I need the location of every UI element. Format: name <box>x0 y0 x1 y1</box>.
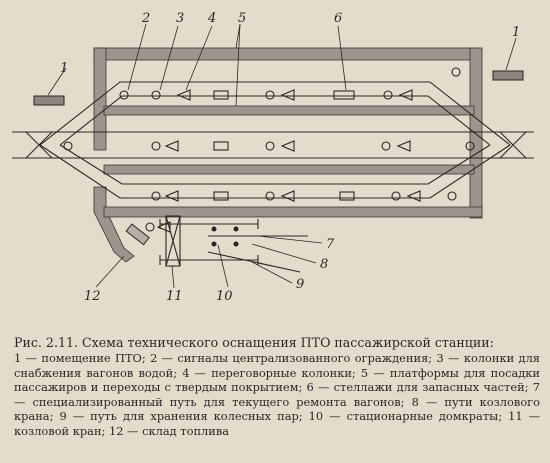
middle-platform-2 <box>103 164 475 175</box>
intercom-column-icon <box>280 89 295 101</box>
callout-1-left: 1 <box>60 61 68 76</box>
leader-lines <box>47 23 517 289</box>
callout-1-right: 1 <box>512 25 520 40</box>
jack-icon <box>233 241 239 247</box>
rack-icon <box>333 90 355 100</box>
left-upper-platform <box>93 47 107 151</box>
equipment <box>63 67 475 202</box>
jack-icon <box>211 241 217 247</box>
leader-8 <box>251 243 317 264</box>
wheelset-track-line <box>207 251 301 273</box>
rack-icon <box>213 141 229 151</box>
rack-icon <box>213 90 229 100</box>
crossing-left-b <box>25 131 53 159</box>
leader-10 <box>217 244 229 288</box>
pto-building-left <box>33 95 65 106</box>
bottom-platform <box>103 206 483 218</box>
water-column-icon <box>381 141 391 151</box>
leader-9 <box>251 261 293 284</box>
callout-4: 4 <box>207 11 216 26</box>
callout-10: 10 <box>216 289 233 304</box>
leader-5a <box>235 23 241 49</box>
water-column-icon <box>265 191 275 201</box>
leader-7 <box>257 235 323 244</box>
track-1-inner <box>59 95 491 146</box>
middle-platform-1 <box>103 105 475 116</box>
leader-11 <box>171 265 175 289</box>
track-1-outer <box>39 81 511 146</box>
track-3-inner <box>59 144 491 185</box>
callout-8: 8 <box>320 257 328 272</box>
callout-6: 6 <box>334 11 342 26</box>
intercom-column-icon <box>280 190 295 202</box>
callout-12: 12 <box>84 289 101 304</box>
rack-icon <box>339 191 355 201</box>
intercom-column-icon <box>398 89 413 101</box>
leader-4 <box>185 25 213 91</box>
callout-11: 11 <box>166 289 183 304</box>
water-column-icon <box>265 90 275 100</box>
callout-7: 7 <box>326 237 335 252</box>
water-column-icon <box>151 141 161 151</box>
caption-title: Рис. 2.11. Схема технического оснащения … <box>14 335 494 350</box>
signal-icon <box>119 90 129 100</box>
top-platform <box>93 47 477 61</box>
pto-building-right <box>492 70 524 81</box>
fuel-storage <box>125 223 150 246</box>
intercom-column-icon <box>164 190 179 202</box>
callout-2: 2 <box>141 11 150 26</box>
track-3-outer <box>39 144 511 199</box>
jack-icon <box>233 226 239 232</box>
leader-6 <box>337 25 347 91</box>
callout-3: 3 <box>176 11 184 26</box>
callout-9: 9 <box>296 277 304 292</box>
repair-yard <box>145 215 308 273</box>
water-column-icon <box>151 90 161 100</box>
water-column-icon <box>151 191 161 201</box>
callouts: 1 1 2 3 4 5 6 7 8 9 10 11 12 <box>60 11 520 304</box>
platforms <box>93 47 483 263</box>
figure-caption: Рис. 2.11. Схема технического оснащения … <box>14 335 540 439</box>
leader-3 <box>159 25 179 91</box>
intercom-column-icon <box>176 89 191 101</box>
jack-icon <box>211 226 217 232</box>
intercom-column-icon <box>396 140 411 152</box>
water-column-icon <box>391 191 401 201</box>
gantry-crane-brace <box>165 215 181 267</box>
intercom-column-icon <box>406 190 421 202</box>
water-column-icon <box>383 90 393 100</box>
leader-5b <box>235 23 241 107</box>
left-lower-platform <box>93 186 135 263</box>
intercom-column-icon <box>164 140 179 152</box>
pto-buildings <box>33 70 524 106</box>
right-platform <box>469 47 483 219</box>
leader-1-right <box>505 37 517 71</box>
leader-2 <box>127 23 147 91</box>
signal-icon <box>447 191 457 201</box>
signal-icon <box>451 67 461 77</box>
signal-icon <box>465 141 475 151</box>
tracks <box>12 81 534 199</box>
callout-5: 5 <box>238 11 246 26</box>
gantry-crane <box>165 215 181 267</box>
caption-legend: 1 — помещение ПТО; 2 — сигналы централиз… <box>14 351 540 438</box>
water-column-icon <box>265 141 275 151</box>
signal-icon <box>145 222 155 232</box>
intercom-column-icon <box>280 140 295 152</box>
crossing-right-b <box>499 131 527 159</box>
leader-12 <box>95 255 125 288</box>
rack-icon <box>213 191 229 201</box>
leader-1-left <box>47 67 67 96</box>
signal-icon <box>63 141 73 151</box>
fuel-storage-box <box>125 223 150 246</box>
